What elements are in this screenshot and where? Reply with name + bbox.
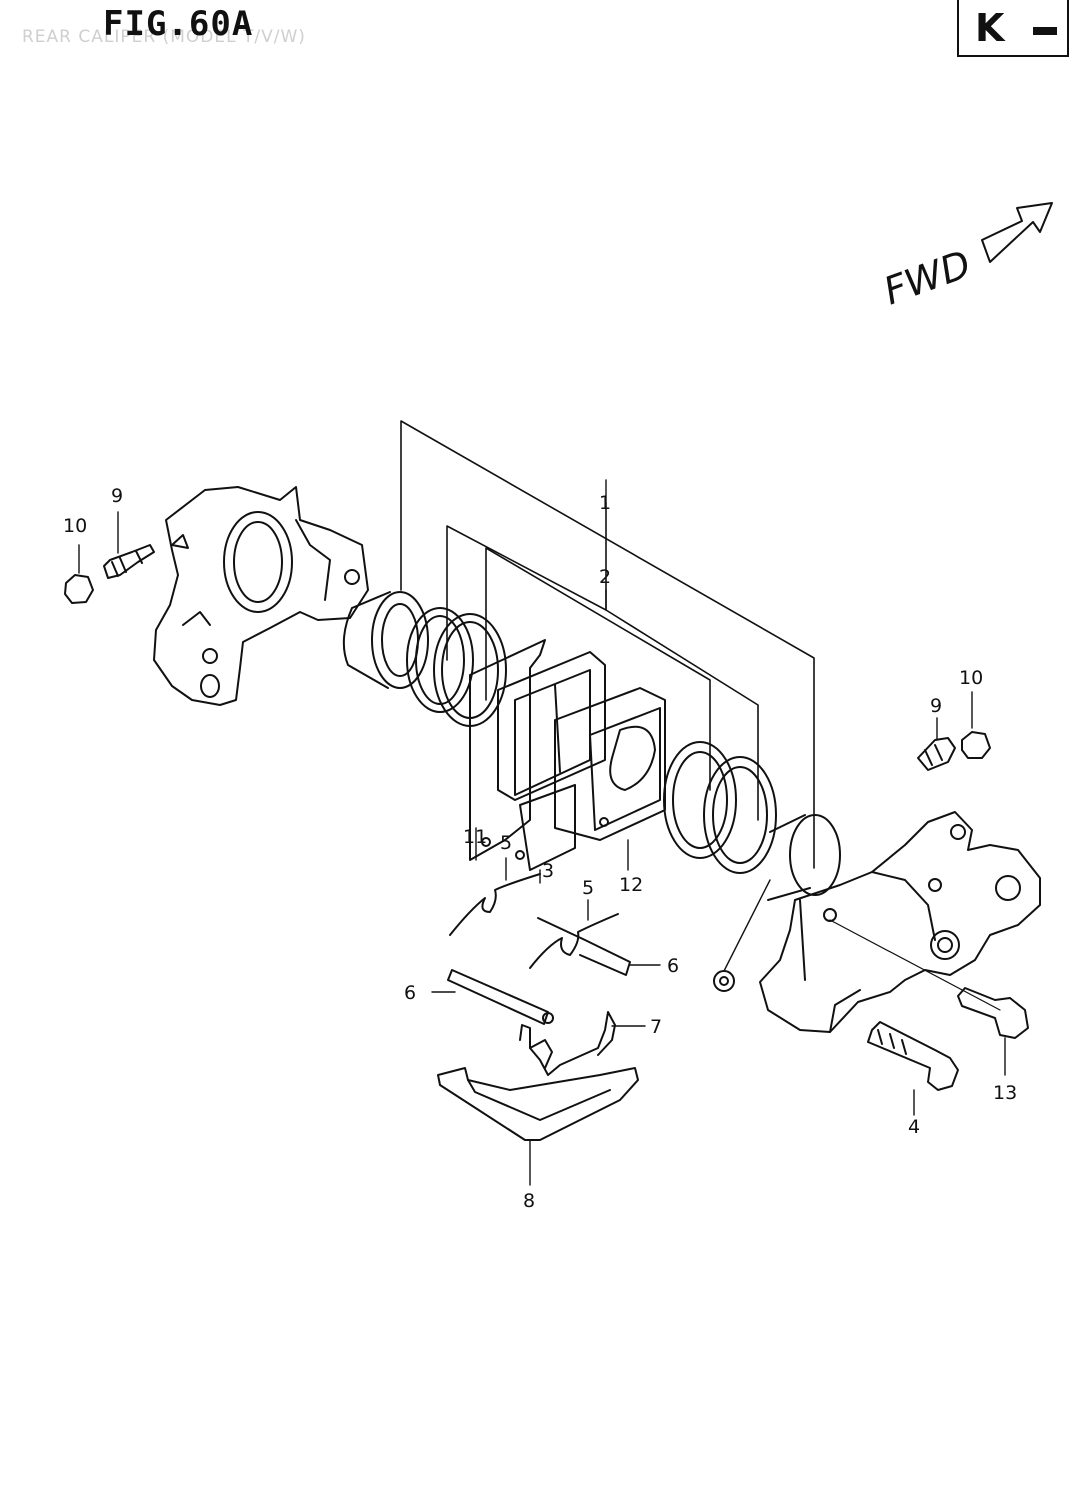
callout-9-right: 9 (930, 695, 942, 717)
callout-8: 8 (523, 1190, 535, 1212)
bleeder-screw-right (917, 737, 956, 771)
callout-11: 11 (463, 826, 487, 848)
piston-seal-left (406, 607, 474, 713)
pad-pin-upper (449, 873, 541, 936)
caliper-body-left (153, 486, 369, 706)
bolt-centerline (829, 919, 1001, 1011)
callout-1: 1 (599, 492, 611, 514)
assembly-bracket-lines (400, 420, 815, 869)
dust-seal-right (663, 741, 737, 859)
piston-right (767, 814, 841, 901)
piston-seal-right (703, 756, 777, 874)
callout-12: 12 (619, 874, 643, 896)
caliper-bolt-lower (867, 1021, 959, 1091)
bleeder-cap-left (64, 574, 94, 604)
pad-spring (519, 1011, 616, 1076)
region-code: K (975, 6, 1005, 50)
piston-left (342, 591, 429, 689)
region-code-dash (1033, 27, 1057, 35)
fwd-label: FWD (878, 242, 976, 314)
callout-labels: 10 9 1 2 11 5 3 5 12 6 6 7 8 4 13 9 10 (63, 485, 1017, 1212)
callout-5-upper: 5 (500, 832, 512, 854)
callout-6-left: 6 (404, 982, 416, 1004)
callout-7: 7 (650, 1016, 662, 1038)
brake-pad-outer (554, 687, 666, 841)
region-code-box (957, 0, 1069, 57)
forward-direction-indicator: FWD (878, 202, 1053, 314)
caliper-cover (437, 1067, 639, 1141)
callout-4: 4 (908, 1116, 920, 1138)
callout-2: 2 (599, 566, 611, 588)
figure-subtitle: REAR CALIPER (MODEL T/V/W) (22, 27, 306, 47)
caliper-body-right (759, 811, 1041, 1033)
caliper-bolt-upper (957, 987, 1029, 1039)
forward-arrow-icon (981, 202, 1053, 263)
pad-retaining-pin (447, 969, 554, 1025)
bleeder-screw-left (103, 544, 155, 579)
callout-13: 13 (993, 1082, 1017, 1104)
callout-10-left: 10 (63, 515, 87, 537)
washer (713, 970, 735, 992)
leader-lines (78, 479, 1006, 1186)
bleeder-cap-right (961, 731, 991, 759)
callout-3: 3 (542, 860, 554, 882)
callout-5-lower: 5 (582, 877, 594, 899)
callout-9-left: 9 (111, 485, 123, 507)
pad-pin-lower (529, 913, 631, 976)
brake-pad-inner (497, 651, 606, 871)
callout-6-right: 6 (667, 955, 679, 977)
figure-title: FIG.60A (103, 4, 254, 44)
callout-10-right: 10 (959, 667, 983, 689)
